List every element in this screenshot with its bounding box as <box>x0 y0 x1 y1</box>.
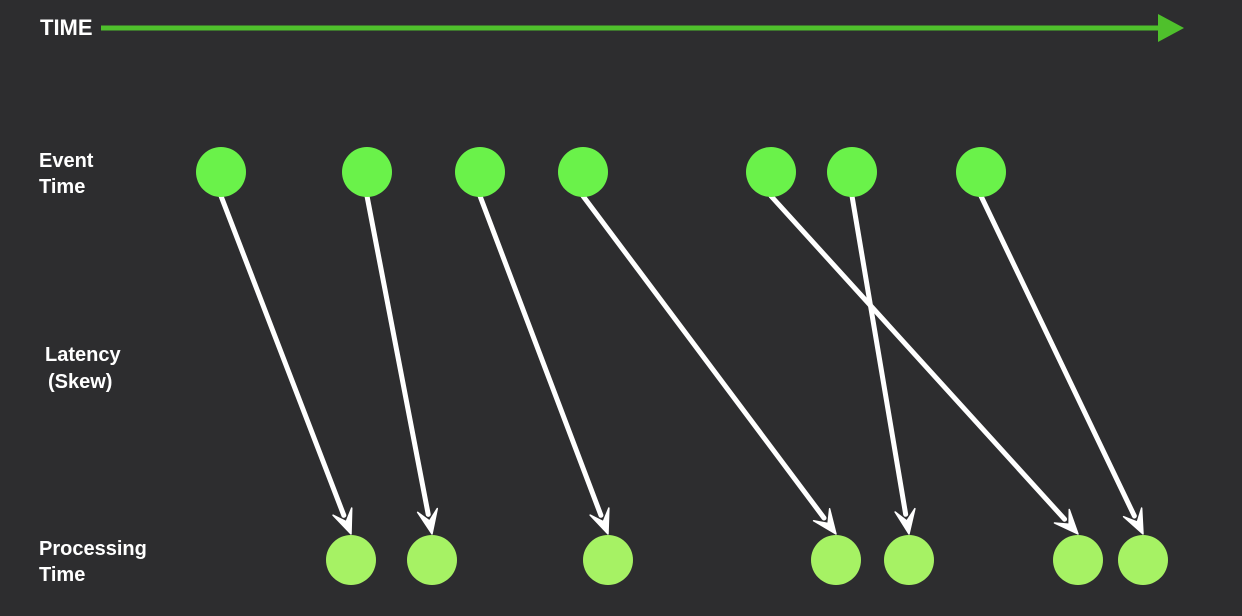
event-node <box>342 147 392 197</box>
latency-arrows <box>218 193 1144 535</box>
arrowhead-icon <box>812 508 837 535</box>
arrowhead-icon <box>894 507 916 535</box>
event-time-label-line-1: Event <box>39 150 94 172</box>
latency-label-line-1: Latency <box>45 344 121 366</box>
processing-node <box>884 535 934 585</box>
event-node <box>746 147 796 197</box>
arrowhead-icon <box>1122 507 1144 535</box>
latency-arrow-shaft <box>364 193 431 517</box>
latency-label-line-2: (Skew) <box>48 371 112 393</box>
time-axis-label: TIME <box>40 15 93 40</box>
latency-skew-label: Latency (Skew) <box>45 344 126 393</box>
processing-node <box>811 535 861 585</box>
processing-time-label-line-2: Time <box>39 564 85 586</box>
event-node <box>455 147 505 197</box>
latency-arrow <box>364 193 439 535</box>
latency-arrow-shaft <box>978 193 1137 519</box>
event-time-label: Event Time <box>39 150 99 198</box>
arrowhead-icon <box>332 507 353 535</box>
processing-time-nodes <box>326 535 1168 585</box>
latency-arrow-shaft <box>477 193 604 518</box>
event-node <box>956 147 1006 197</box>
latency-arrow-shaft <box>580 193 827 521</box>
arrowhead-icon <box>416 507 439 535</box>
processing-node <box>1053 535 1103 585</box>
latency-arrow <box>218 193 353 535</box>
time-axis-arrowhead-icon <box>1158 14 1184 42</box>
latency-arrow-shaft <box>768 193 1068 522</box>
arrowhead-icon <box>589 507 610 535</box>
latency-arrow <box>477 193 610 535</box>
processing-node <box>326 535 376 585</box>
latency-arrow <box>580 193 837 535</box>
processing-node <box>1118 535 1168 585</box>
latency-arrow <box>768 193 1079 535</box>
processing-node <box>583 535 633 585</box>
event-node <box>558 147 608 197</box>
processing-node <box>407 535 457 585</box>
arrowhead-icon <box>1053 508 1079 535</box>
latency-arrow-shaft <box>218 193 347 518</box>
latency-arrow-shaft <box>849 193 909 517</box>
processing-time-label: Processing Time <box>39 538 152 586</box>
event-node <box>196 147 246 197</box>
event-time-label-line-2: Time <box>39 176 85 198</box>
latency-arrow <box>978 193 1144 535</box>
latency-arrow <box>849 193 916 535</box>
event-time-nodes <box>196 147 1006 197</box>
processing-time-label-line-1: Processing <box>39 538 147 560</box>
event-node <box>827 147 877 197</box>
